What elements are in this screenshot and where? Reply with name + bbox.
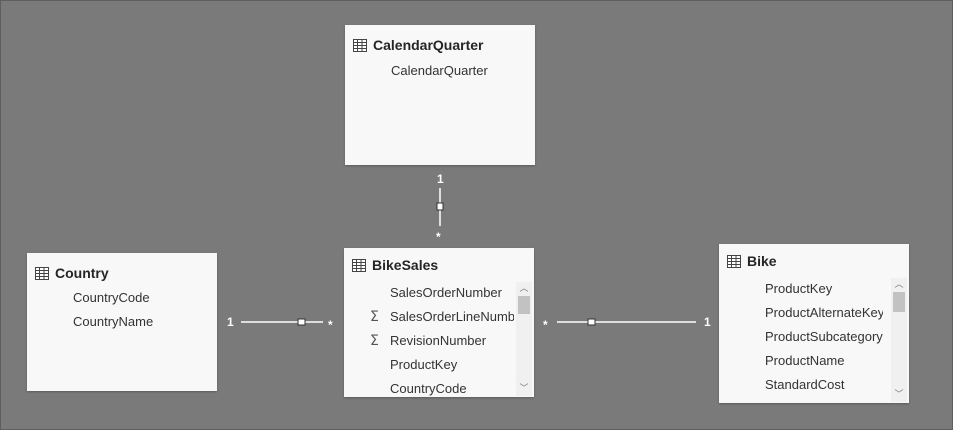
sigma-icon: Σ — [370, 333, 379, 349]
table-icon — [353, 38, 367, 52]
field-name: CountryCode — [390, 381, 467, 396]
field-item[interactable]: CountryCode — [27, 286, 217, 310]
field-name: ProductKey — [765, 281, 833, 296]
table-card-country[interactable]: Country CountryCode CountryName — [27, 253, 217, 391]
field-list: ProductKey ProductAlternateKey ProductSu… — [719, 277, 883, 397]
relationship-marker-calendar-sales — [436, 202, 444, 211]
table-header: Bike — [727, 251, 777, 271]
field-item[interactable]: ProductAlternateKey — [719, 301, 883, 325]
scroll-down-arrow-icon[interactable]: ﹀ — [894, 390, 904, 400]
table-card-bike[interactable]: Bike ProductKey ProductAlternateKey Prod… — [719, 244, 909, 403]
field-item[interactable]: ProductKey — [344, 353, 514, 377]
table-title: BikeSales — [372, 257, 439, 273]
table-header: BikeSales — [352, 255, 438, 275]
field-scrollbar[interactable]: ︿ ﹀ — [891, 278, 907, 402]
field-item[interactable]: CalendarQuarter — [345, 59, 535, 83]
field-list: SalesOrderNumber Σ SalesOrderLineNumb Σ Re… — [344, 281, 514, 397]
table-title: Country — [55, 265, 109, 281]
field-item[interactable]: Σ SalesOrderLineNumb — [344, 305, 514, 329]
field-name: ProductName — [765, 353, 845, 368]
cardinality-one-country: 1 — [227, 315, 234, 329]
table-icon — [35, 266, 49, 280]
table-card-bikesales[interactable]: BikeSales SalesOrderNumber Σ SalesOrderLi… — [344, 248, 534, 397]
field-list: CalendarQuarter — [345, 59, 535, 83]
table-header: CalendarQuarter — [353, 35, 483, 55]
field-list: CountryCode CountryName — [27, 286, 217, 334]
field-name: CountryName — [73, 314, 154, 329]
table-title: CalendarQuarter — [373, 37, 484, 53]
field-name: SalesOrderLineNumb — [390, 309, 514, 324]
field-item[interactable]: StandardCost — [719, 373, 883, 397]
field-name: ProductKey — [390, 357, 458, 372]
relationship-marker-country-sales — [297, 318, 306, 326]
field-name: CountryCode — [73, 290, 150, 305]
field-name: SalesOrderNumber — [390, 285, 502, 300]
cardinality-many-country: * — [328, 318, 333, 332]
field-item[interactable]: CountryName — [27, 310, 217, 334]
field-item[interactable]: ProductKey — [719, 277, 883, 301]
field-name: ProductAlternateKey — [765, 305, 883, 320]
field-name: ProductSubcategory — [765, 329, 883, 344]
scroll-thumb[interactable] — [893, 292, 905, 312]
field-item[interactable]: ProductName — [719, 349, 883, 373]
field-item[interactable]: CountryCode — [344, 377, 514, 397]
table-title: Bike — [747, 253, 777, 269]
cardinality-one-bike: 1 — [704, 315, 711, 329]
scroll-up-arrow-icon[interactable]: ︿ — [894, 280, 904, 290]
cardinality-many-bike: * — [543, 318, 548, 332]
scroll-up-arrow-icon[interactable]: ︿ — [519, 284, 529, 294]
sigma-icon: Σ — [370, 309, 379, 325]
table-icon — [352, 258, 366, 272]
table-icon — [727, 254, 741, 268]
field-name: RevisionNumber — [390, 333, 487, 348]
field-name: StandardCost — [765, 377, 845, 392]
scroll-thumb[interactable] — [518, 296, 530, 314]
table-header: Country — [35, 263, 109, 283]
table-card-calendarquarter[interactable]: CalendarQuarter CalendarQuarter — [345, 25, 535, 165]
field-item[interactable]: ProductSubcategory — [719, 325, 883, 349]
cardinality-many-calendar: * — [436, 230, 441, 244]
field-item[interactable]: Σ RevisionNumber — [344, 329, 514, 353]
relationship-marker-sales-bike — [587, 318, 596, 326]
cardinality-one-calendar: 1 — [437, 172, 444, 186]
field-name: CalendarQuarter — [391, 63, 488, 78]
field-item[interactable]: SalesOrderNumber — [344, 281, 514, 305]
field-scrollbar[interactable]: ︿ ﹀ — [516, 282, 532, 396]
scroll-down-arrow-icon[interactable]: ﹀ — [519, 384, 529, 394]
